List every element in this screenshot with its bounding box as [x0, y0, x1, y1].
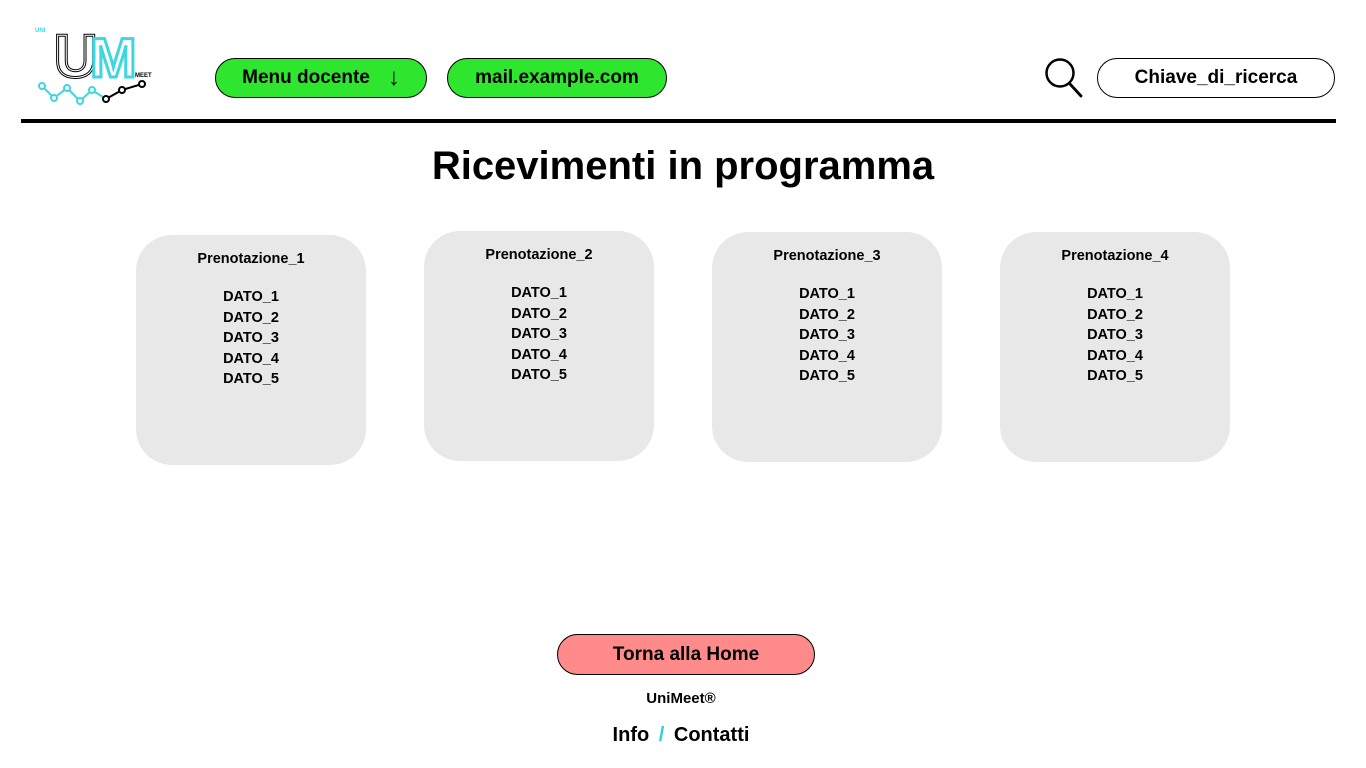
- booking-data-item: DATO_3: [1087, 327, 1143, 343]
- booking-card-title: Prenotazione_3: [773, 248, 881, 264]
- svg-text:U: U: [54, 24, 97, 90]
- arrow-down-icon: ↓: [387, 64, 400, 91]
- booking-data-item: DATO_4: [511, 346, 567, 363]
- booking-data-item: DATO_2: [223, 309, 279, 326]
- logo-small-text-side: MEET: [135, 73, 152, 79]
- booking-card-data-list: DATO_1 DATO_2 DATO_3 DATO_4 DATO_5: [1000, 284, 1230, 387]
- logo-small-text-top: UNI: [35, 28, 46, 34]
- booking-data-item: DATO_2: [799, 306, 855, 323]
- booking-card-data-list: DATO_1 DATO_2 DATO_3 DATO_4 DATO_5: [136, 287, 366, 390]
- booking-data-item: DATO_1: [511, 285, 567, 301]
- booking-data-item: DATO_2: [1087, 306, 1143, 323]
- booking-data-item: DATO_3: [799, 327, 855, 343]
- unimeet-logo: UNI U U M MEET: [35, 24, 152, 105]
- home-button[interactable]: Torna alla Home: [557, 634, 815, 675]
- booking-card-1[interactable]: Prenotazione_1 DATO_1 DATO_2 DATO_3 DATO…: [136, 235, 366, 465]
- booking-data-item: DATO_1: [223, 289, 279, 305]
- search-input-value: Chiave_di_ricerca: [1134, 67, 1298, 88]
- booking-data-item: DATO_1: [1087, 286, 1143, 302]
- booking-data-item: DATO_2: [511, 305, 567, 322]
- home-button-label: Torna alla Home: [612, 643, 760, 665]
- booking-data-item: DATO_3: [223, 330, 279, 346]
- search-input[interactable]: Chiave_di_ricerca: [1097, 58, 1335, 98]
- contacts-link[interactable]: Contatti: [673, 724, 750, 746]
- footer-separator: /: [658, 724, 665, 746]
- booking-card-data-list: DATO_1 DATO_2 DATO_3 DATO_4 DATO_5: [712, 284, 942, 387]
- page-title: Ricevimenti in programma: [431, 144, 935, 188]
- booking-card-data-list: DATO_1 DATO_2 DATO_3 DATO_4 DATO_5: [424, 283, 654, 386]
- brand-name: UniMeet®: [646, 690, 716, 707]
- header-divider: [21, 119, 1336, 123]
- footer-links: Info / Contatti: [0, 724, 1362, 747]
- logo-letter-u: U: [54, 24, 97, 90]
- booking-card-2[interactable]: Prenotazione_2 DATO_1 DATO_2 DATO_3 DATO…: [424, 231, 654, 461]
- booking-data-item: DATO_4: [223, 350, 279, 367]
- email-label: mail.example.com: [475, 67, 639, 88]
- booking-data-item: DATO_5: [511, 367, 567, 383]
- menu-docente-label: Menu docente: [242, 67, 370, 88]
- booking-card-3[interactable]: Prenotazione_3 DATO_1 DATO_2 DATO_3 DATO…: [712, 232, 942, 462]
- booking-data-item: DATO_1: [799, 286, 855, 302]
- booking-card-title: Prenotazione_4: [1061, 248, 1169, 264]
- email-button[interactable]: mail.example.com: [447, 58, 667, 98]
- booking-data-item: DATO_5: [1087, 368, 1143, 384]
- logo-letter-m: M: [90, 26, 137, 89]
- booking-card-title: Prenotazione_2: [485, 247, 593, 263]
- booking-data-item: DATO_4: [799, 347, 855, 364]
- booking-data-item: DATO_4: [1087, 347, 1143, 364]
- booking-card-4[interactable]: Prenotazione_4 DATO_1 DATO_2 DATO_3 DATO…: [1000, 232, 1230, 462]
- menu-docente-button[interactable]: Menu docente ↓: [215, 58, 427, 98]
- booking-data-item: DATO_5: [223, 371, 279, 387]
- booking-card-title: Prenotazione_1: [197, 251, 305, 267]
- search-icon[interactable]: [1044, 57, 1084, 99]
- booking-data-item: DATO_3: [511, 326, 567, 342]
- info-link[interactable]: Info: [612, 724, 650, 746]
- booking-data-item: DATO_5: [799, 368, 855, 384]
